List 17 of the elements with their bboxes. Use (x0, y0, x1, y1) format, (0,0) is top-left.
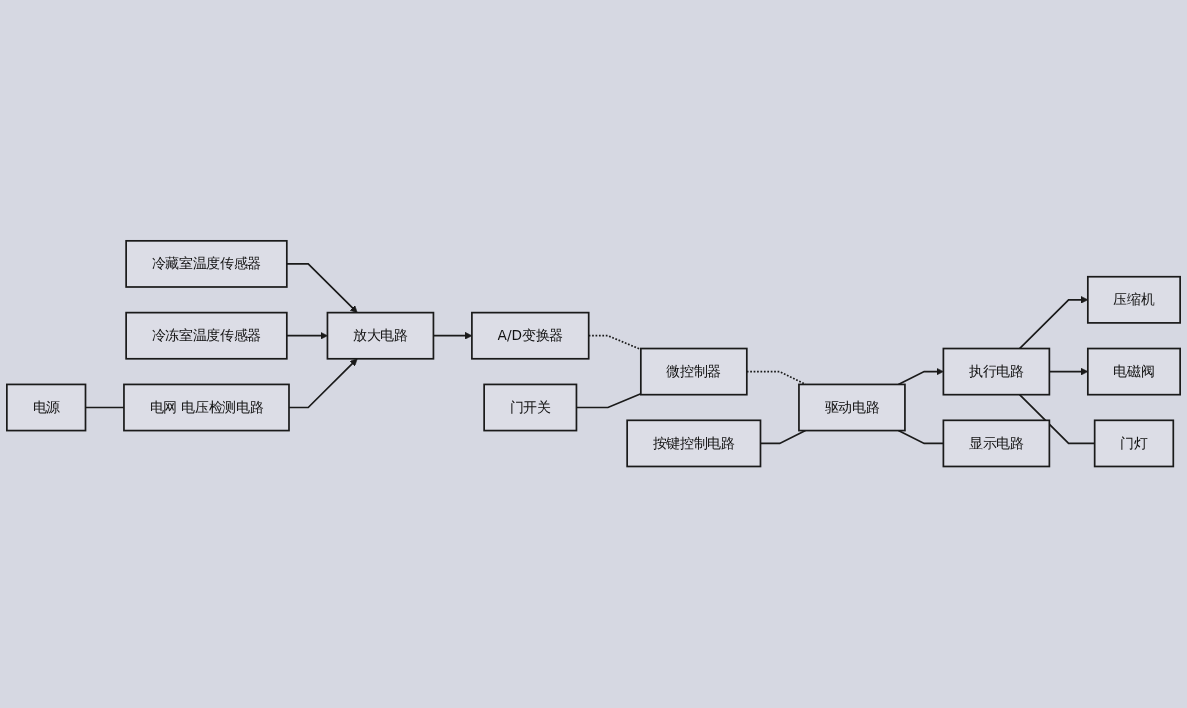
node-box: 电网 电压检测电路 (123, 383, 290, 432)
node-box: 电源 (6, 383, 87, 432)
node-box: 微控制器 (639, 348, 748, 396)
node-box: 冷冻室温度传感器 (125, 312, 288, 360)
node-box: 驱动电路 (798, 383, 906, 432)
node-box: 放大电路 (326, 312, 435, 360)
node-box: 显示电路 (942, 419, 1051, 468)
node-box: 冷藏室温度传感器 (125, 240, 288, 289)
node-box: 电磁阀 (1086, 348, 1181, 396)
arrow (897, 368, 944, 386)
node-box: A/D变换器 (471, 312, 590, 360)
node-box: 执行电路 (942, 348, 1051, 396)
node-box: 按键控制电路 (626, 419, 762, 468)
arrow (288, 358, 358, 409)
node-box: 压缩机 (1086, 276, 1181, 325)
node-box: 门灯 (1093, 419, 1175, 468)
node-box: 门开关 (483, 383, 578, 432)
